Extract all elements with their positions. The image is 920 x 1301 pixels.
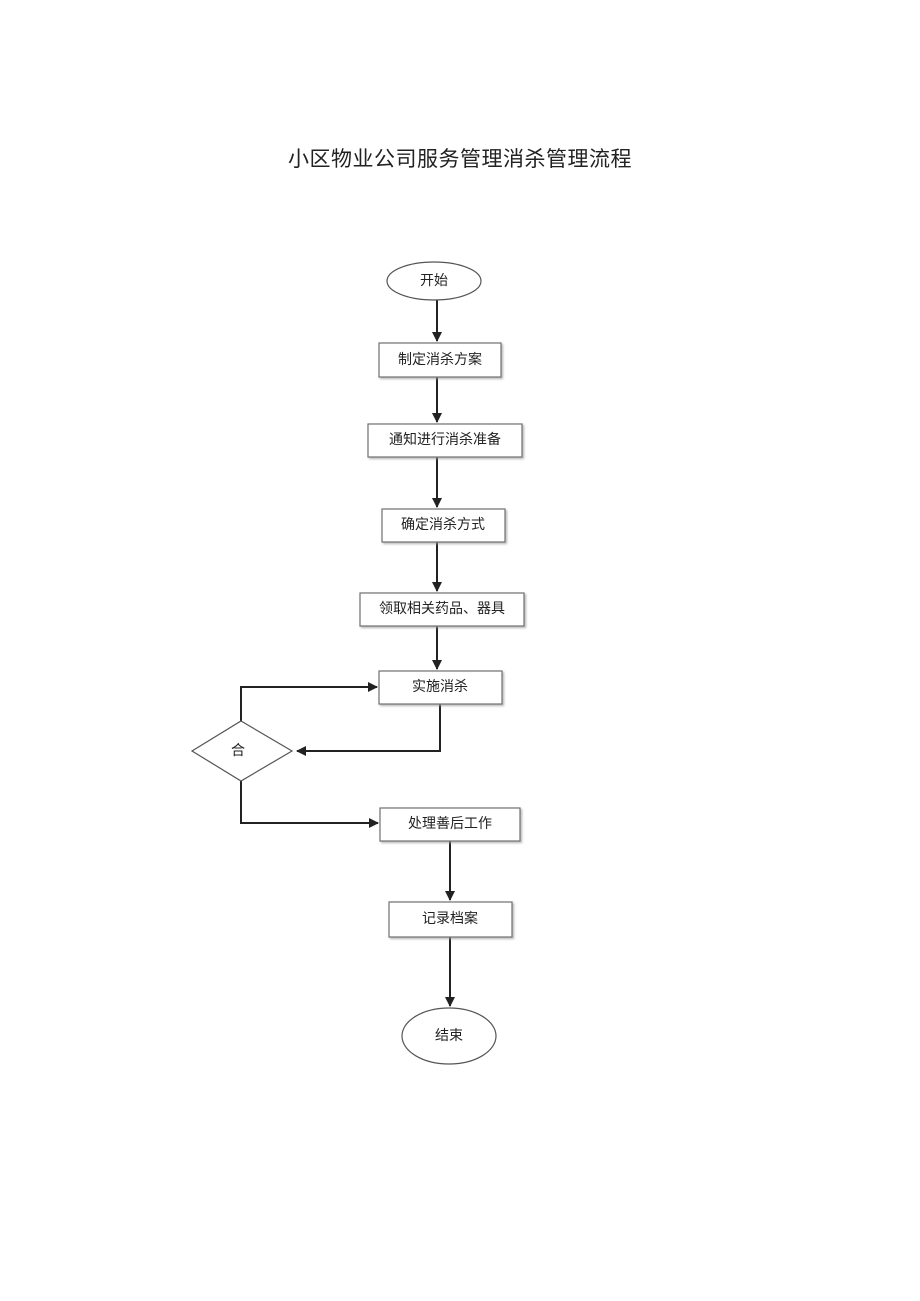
step-supplies: 领取相关药品、器具 — [359, 592, 525, 627]
flow-edges — [240, 300, 455, 1007]
decision-label: 合 — [231, 743, 245, 759]
end-node: 结束 — [401, 1007, 497, 1065]
start-node: 开始 — [386, 261, 482, 301]
step-execute: 实施消杀 — [378, 670, 503, 705]
step-plan: 制定消杀方案 — [378, 342, 502, 378]
step-execute-label: 实施消杀 — [412, 679, 468, 695]
step-method-label: 确定消杀方式 — [401, 517, 485, 533]
step-aftercare-label: 处理善后工作 — [408, 816, 492, 832]
step-method: 确定消杀方式 — [381, 508, 506, 543]
step-supplies-label: 领取相关药品、器具 — [379, 601, 505, 617]
step-aftercare: 处理善后工作 — [379, 807, 521, 842]
end-label: 结束 — [435, 1028, 463, 1044]
start-label: 开始 — [420, 273, 448, 289]
step-notify-label: 通知进行消杀准备 — [389, 431, 501, 448]
step-notify: 通知进行消杀准备 — [367, 423, 523, 458]
step-plan-label: 制定消杀方案 — [398, 351, 482, 368]
page-title: 小区物业公司服务管理消杀管理流程 — [288, 147, 632, 171]
step-archive-label: 记录档案 — [422, 910, 478, 927]
step-archive: 记录档案 — [388, 901, 513, 938]
edge-decision-aftercare — [240, 781, 379, 828]
edge-decision-loop-back — [240, 682, 378, 721]
decision-node: 合 — [190, 720, 294, 782]
edge-execute-decision — [296, 704, 441, 756]
